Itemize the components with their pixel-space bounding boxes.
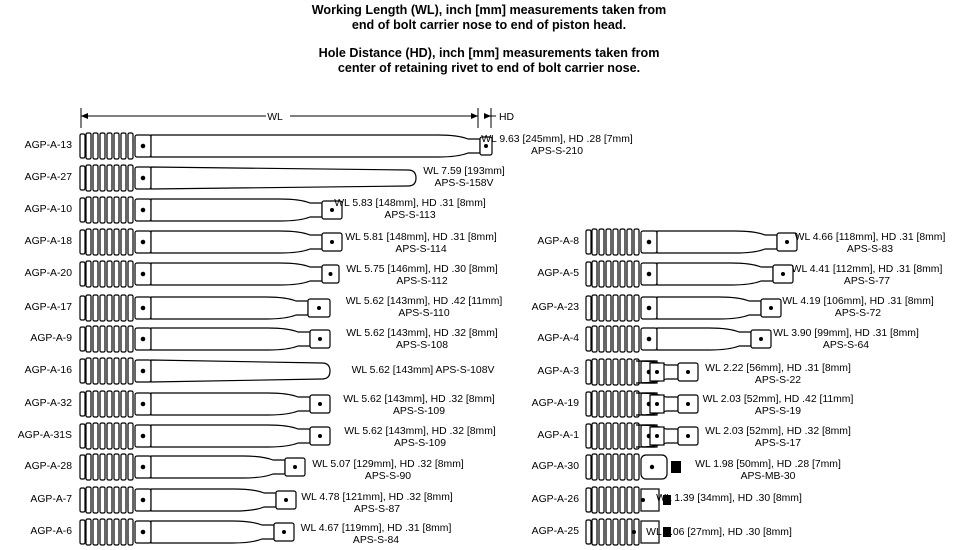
spec-left-10-line2: APS-S-90 xyxy=(364,471,412,482)
part-name-right-5: AGP-A-19 xyxy=(531,398,579,409)
part-name-left-6: AGP-A-9 xyxy=(30,333,72,344)
carrier-drawing-right-4 xyxy=(585,358,699,386)
part-name-left-7: AGP-A-16 xyxy=(24,365,72,376)
part-name-right-3: AGP-A-4 xyxy=(537,333,579,344)
part-name-left-0: AGP-A-13 xyxy=(24,140,72,151)
carrier-drawing-left-7 xyxy=(79,357,331,385)
carrier-drawing-left-10 xyxy=(79,453,306,481)
part-name-left-4: AGP-A-20 xyxy=(24,268,72,279)
dimension-lines: WL HD xyxy=(80,108,514,128)
spec-left-6-line1: WL 5.62 [143mm], HD .32 [8mm] xyxy=(346,328,498,339)
part-name-right-9: AGP-A-25 xyxy=(531,526,579,537)
spec-right-7-line2: APS-MB-30 xyxy=(740,471,796,482)
spec-left-8-line1: WL 5.62 [143mm], HD .32 [8mm] xyxy=(343,394,495,405)
carrier-drawing-left-1 xyxy=(79,164,417,192)
spec-right-1-line1: WL 4.41 [112mm], HD .31 [8mm] xyxy=(791,264,943,275)
header-block-wl: Working Length (WL), inch [mm] measureme… xyxy=(0,3,978,33)
spec-left-0-line1: WL 9.63 [245mm], HD .28 [7mm] xyxy=(481,134,633,145)
spec-left-4-line2: APS-S-112 xyxy=(396,276,448,287)
spec-left-6-line2: APS-S-108 xyxy=(396,340,448,351)
carrier-drawing-right-2 xyxy=(585,294,782,322)
spec-left-9-line1: WL 5.62 [143mm], HD .32 [8mm] xyxy=(344,426,496,437)
header-line-2: end of bolt carrier nose to end of pisto… xyxy=(351,18,627,32)
part-name-right-6: AGP-A-1 xyxy=(537,430,579,441)
carrier-drawing-left-4 xyxy=(79,260,340,288)
spec-right-4-line2: APS-S-22 xyxy=(754,375,802,386)
spec-right-2-line2: APS-S-72 xyxy=(834,308,882,319)
part-name-left-5: AGP-A-17 xyxy=(24,302,72,313)
part-name-left-10: AGP-A-28 xyxy=(24,461,72,472)
spec-right-5-line2: APS-S-19 xyxy=(754,406,802,417)
carrier-drawing-left-5 xyxy=(79,294,331,322)
carrier-drawing-right-6 xyxy=(585,422,699,450)
spec-right-3-line2: APS-S-64 xyxy=(822,340,870,351)
part-name-left-1: AGP-A-27 xyxy=(24,172,72,183)
spec-left-5-line2: APS-S-110 xyxy=(398,308,450,319)
header-line-1: Working Length (WL), inch [mm] measureme… xyxy=(311,3,667,17)
wl-dimension-label: WL xyxy=(267,112,283,123)
header-line-4: center of retaining rivet to end of bolt… xyxy=(337,61,641,75)
part-name-left-12: AGP-A-6 xyxy=(30,526,72,537)
spec-right-2-line1: WL 4.19 [106mm], HD .31 [8mm] xyxy=(782,296,934,307)
spec-left-3-line1: WL 5.81 [148mm], HD .31 [8mm] xyxy=(345,232,497,243)
header-block-hd: Hole Distance (HD), inch [mm] measuremen… xyxy=(0,46,978,76)
carrier-drawing-left-11 xyxy=(79,486,297,514)
spec-right-8-line1: WL 1.39 [34mm], HD .30 [8mm] xyxy=(656,493,802,504)
part-name-right-8: AGP-A-26 xyxy=(531,494,579,505)
spec-right-6-line1: WL 2.03 [52mm], HD .32 [8mm] xyxy=(705,426,851,437)
part-name-left-3: AGP-A-18 xyxy=(24,236,72,247)
carrier-drawing-left-12 xyxy=(79,518,295,546)
carrier-drawing-right-0 xyxy=(585,228,798,256)
carrier-drawing-left-0 xyxy=(79,132,493,160)
spec-left-0-line2: APS-S-210 xyxy=(531,146,583,157)
spec-right-0-line1: WL 4.66 [118mm], HD .31 [8mm] xyxy=(794,232,946,243)
part-name-right-1: AGP-A-5 xyxy=(537,268,579,279)
spec-left-1-line2: APS-S-158V xyxy=(434,178,494,189)
carrier-drawing-right-8 xyxy=(585,486,671,514)
spec-left-4-line1: WL 5.75 [146mm], HD .30 [8mm] xyxy=(346,264,498,275)
spec-left-2-line2: APS-S-113 xyxy=(384,210,436,221)
spec-left-1-line1: WL 7.59 [193mm] xyxy=(423,166,505,177)
carrier-drawing-left-3 xyxy=(79,228,343,256)
part-name-right-4: AGP-A-3 xyxy=(537,366,579,377)
spec-left-11-line1: WL 4.78 [121mm], HD .32 [8mm] xyxy=(301,492,453,503)
header-line-3: Hole Distance (HD), inch [mm] measuremen… xyxy=(318,46,660,60)
spec-left-8-line2: APS-S-109 xyxy=(393,406,445,417)
hd-dimension-label: HD xyxy=(499,112,514,123)
spec-right-3-line1: WL 3.90 [99mm], HD .31 [8mm] xyxy=(773,328,919,339)
carrier-drawing-right-7 xyxy=(585,453,681,481)
carrier-drawing-right-5 xyxy=(585,390,699,418)
spec-right-1-line2: APS-S-77 xyxy=(843,276,891,287)
carrier-drawing-right-3 xyxy=(585,325,772,353)
spec-left-12-line2: APS-S-84 xyxy=(352,535,400,546)
spec-left-7-line1: WL 5.62 [143mm] APS-S-108V xyxy=(351,365,495,376)
spec-left-12-line1: WL 4.67 [119mm], HD .31 [8mm] xyxy=(300,523,452,534)
spec-left-11-line2: APS-S-87 xyxy=(353,504,401,515)
carrier-drawing-left-8 xyxy=(79,390,331,418)
spec-left-2-line1: WL 5.83 [148mm], HD .31 [8mm] xyxy=(334,198,486,209)
spec-right-6-line2: APS-S-17 xyxy=(754,438,802,449)
carrier-drawing-right-1 xyxy=(585,260,794,288)
spec-left-3-line2: APS-S-114 xyxy=(395,244,447,255)
part-name-left-2: AGP-A-10 xyxy=(24,204,72,215)
part-name-right-7: AGP-A-30 xyxy=(531,461,579,472)
carrier-drawing-left-9 xyxy=(79,422,331,450)
spec-right-5-line1: WL 2.03 [52mm], HD .42 [11mm] xyxy=(702,394,854,405)
carrier-drawing-left-2 xyxy=(79,196,343,224)
spec-right-0-line2: APS-S-83 xyxy=(846,244,894,255)
part-name-left-9: AGP-A-31S xyxy=(17,430,72,441)
carrier-drawing-right-9 xyxy=(585,518,671,546)
spec-right-4-line1: WL 2.22 [56mm], HD .31 [8mm] xyxy=(705,363,851,374)
spec-right-7-line1: WL 1.98 [50mm], HD .28 [7mm] xyxy=(695,459,841,470)
spec-left-5-line1: WL 5.62 [143mm], HD .42 [11mm] xyxy=(345,296,503,307)
carrier-drawing-left-6 xyxy=(79,325,331,353)
part-name-left-8: AGP-A-32 xyxy=(24,398,72,409)
spec-left-10-line1: WL 5.07 [129mm], HD .32 [8mm] xyxy=(312,459,464,470)
part-name-left-11: AGP-A-7 xyxy=(30,494,72,505)
spec-right-9-line1: WL 1.06 [27mm], HD .30 [8mm] xyxy=(646,527,792,538)
part-name-right-2: AGP-A-23 xyxy=(531,302,579,313)
spec-left-9-line2: APS-S-109 xyxy=(394,438,446,449)
part-name-right-0: AGP-A-8 xyxy=(537,236,579,247)
